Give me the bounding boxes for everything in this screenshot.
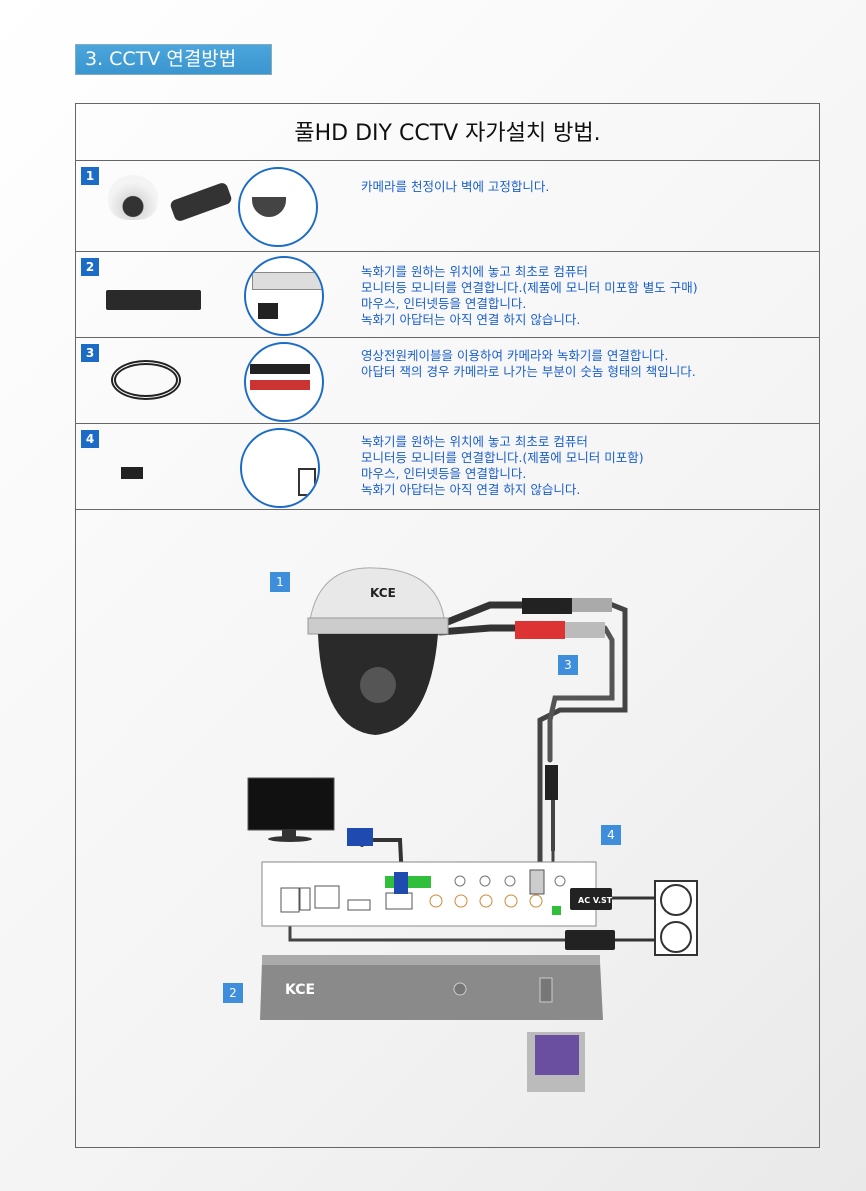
monitor (247, 777, 335, 842)
adapter-image (121, 467, 143, 479)
dome-camera: KCE (307, 567, 449, 735)
camera-brand: KCE (370, 586, 396, 600)
step-text: 녹화기를 원하는 위치에 놓고 최초로 컴퓨터 모니터등 모니터를 연결합니다.… (361, 434, 644, 497)
diagram-label: 3 (558, 655, 578, 675)
cable-image (111, 360, 181, 400)
detail-circle (244, 256, 324, 336)
page-title: 풀HD DIY CCTV 자가설치 방법. (76, 104, 819, 161)
install-guide-table: 풀HD DIY CCTV 자가설치 방법. 1 카메라를 천정이나 벽에 고정합… (75, 103, 820, 1148)
bnc-connector (515, 621, 565, 639)
detail-circle (238, 167, 318, 247)
step-number: 1 (81, 167, 99, 185)
diagram-label: 1 (270, 572, 290, 592)
power-connector (572, 598, 612, 612)
detail-circle (244, 342, 324, 422)
detail-circle (240, 428, 320, 508)
camera-power-adapter (570, 888, 612, 910)
diagram-label: 4 (601, 825, 621, 845)
step-text: 카메라를 천정이나 벽에 고정합니다. (361, 179, 550, 194)
dvr-back-panel (261, 861, 597, 927)
step-row: 3 영상전원케이블을 이용하여 카메라와 녹화기를 연결합니다. 아답터 잭의 … (76, 338, 819, 424)
section-title: 3. CCTV 연결방법 (75, 44, 272, 75)
bnc-connector (565, 622, 605, 638)
step-text: 녹화기를 원하는 위치에 놓고 최초로 컴퓨터 모니터등 모니터를 연결합니다.… (361, 264, 698, 327)
step-text: 영상전원케이블을 이용하여 카메라와 녹화기를 연결합니다. 아답터 잭의 경우… (361, 348, 696, 379)
adapter-label: AC V.ST (578, 896, 613, 905)
step-row: 1 카메라를 천정이나 벽에 고정합니다. (76, 161, 819, 252)
diagram-label: 2 (223, 983, 243, 1003)
dome-camera-image (108, 175, 158, 220)
hard-disk (527, 1032, 585, 1092)
power-connector (522, 598, 572, 614)
step-row: 2 녹화기를 원하는 위치에 놓고 최초로 컴퓨터 모니터등 모니터를 연결합니… (76, 252, 819, 338)
vga-connector (347, 828, 373, 846)
power-outlet (654, 880, 698, 956)
dvr-power-adapter (565, 930, 615, 950)
power-plug (545, 765, 558, 800)
dvr-image (106, 290, 201, 310)
step-row: 4 녹화기를 원하는 위치에 놓고 최초로 컴퓨터 모니터등 모니터를 연결합니… (76, 424, 819, 510)
dvr-front: KCE (260, 955, 603, 1020)
step-number: 3 (81, 344, 99, 362)
dvr-brand: KCE (285, 982, 315, 998)
step-number: 2 (81, 258, 99, 276)
step-number: 4 (81, 430, 99, 448)
